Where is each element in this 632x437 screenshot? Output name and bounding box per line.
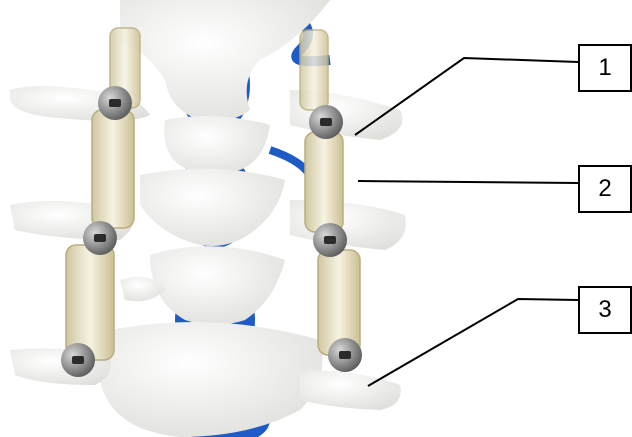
callout-box-2: 2 <box>578 165 632 213</box>
callout-label-2: 2 <box>598 175 611 203</box>
callout-label-1: 1 <box>598 54 611 82</box>
callout-box-1: 1 <box>578 44 632 92</box>
callout-label-3: 3 <box>598 296 611 324</box>
callout-box-3: 3 <box>578 286 632 334</box>
